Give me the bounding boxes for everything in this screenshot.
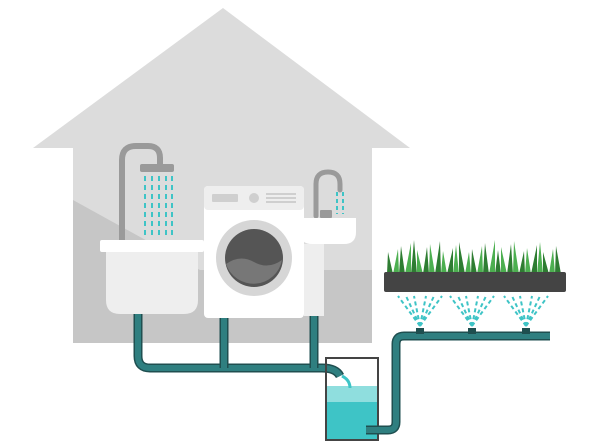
grass-blade [519,251,525,274]
washer-display [212,194,238,202]
sprinkler-spray [471,295,495,327]
sprinkler-1 [397,295,443,334]
grass-blade [441,251,447,274]
sprinkler-nozzle [416,328,424,334]
grass-blade [489,240,495,274]
grass-blade [387,252,393,274]
sprinkler-spray [419,295,435,327]
grass-blade [525,248,531,274]
grass-blade [429,244,435,274]
grass-blade [399,246,405,274]
grass-blade [513,241,519,274]
sprinkler-3 [503,295,549,334]
grass-blade [411,240,417,274]
sprinkler-spray [525,295,541,327]
grass-blade [483,243,489,274]
drain-pipes [133,314,345,379]
sprinkler-spray [419,295,427,327]
irrigation-pipe-fill [366,333,550,433]
grass-blade [549,249,555,274]
grass-blade [537,242,543,274]
grass-blade [495,250,501,274]
sink-faucet-base [320,210,332,218]
sprinkler-spray [471,295,487,327]
grass-blade [417,250,423,274]
soil-bed [384,272,566,292]
bathtub-rim [100,240,204,252]
sprinkler-spray [525,295,549,327]
grass-blade [477,246,483,274]
sprinkler-spray [449,295,473,327]
grass-blade [453,245,459,274]
tank-inflow-stream [341,374,352,389]
washer-drum-water [226,258,282,284]
sprinkler-spray [525,295,533,327]
grass-blade [435,241,441,274]
sprinkler-spray [405,295,421,327]
grass-blade [393,249,399,274]
irrigation-pipe [366,331,550,435]
sink-faucet-icon [300,169,356,316]
sprinkler-spray [519,295,527,327]
grass-blades [387,240,561,274]
grass-blade [507,244,513,274]
washing-machine-icon [204,186,304,318]
washer-buttons [266,193,296,203]
sprinkler-nozzle [522,328,530,334]
grass-blade [447,248,453,274]
sink-basin [300,218,356,244]
sprinkler-nozzle [468,328,476,334]
sprinkler-spray [471,295,479,327]
sprinkler-spray [419,295,443,327]
grass-blade [501,247,507,274]
bathtub-basin [106,252,198,314]
tank-outline [325,357,379,441]
grass-blade [543,252,549,274]
grass-bed-icon [384,240,566,292]
sprinkler-icon [397,295,549,334]
drain-pipe-main-fill [135,314,343,378]
shower-icon [119,143,174,243]
sink-water-drops [336,192,344,214]
bathtub-icon [100,240,204,314]
grass-blade [465,252,471,274]
grass-blade [405,243,411,274]
grass-blade [555,246,561,274]
grass-blade [531,245,537,274]
grass-blade [459,242,465,274]
sprinkler-spray [511,295,527,327]
grass-blade [471,249,477,274]
washer-dial [249,193,259,203]
sprinkler-spray [397,295,421,327]
sprinkler-spray [457,295,473,327]
sprinkler-2 [449,295,495,334]
sink-faucet [313,169,343,219]
shower-water-drops [144,176,173,238]
shower-pipe [119,143,163,243]
grass-blade [423,247,429,274]
sprinkler-spray [503,295,527,327]
shower-head [140,164,174,172]
sprinkler-spray [413,295,421,327]
sprinkler-spray [465,295,473,327]
sink-cabinet [304,244,324,316]
tank-water-light [326,386,378,402]
